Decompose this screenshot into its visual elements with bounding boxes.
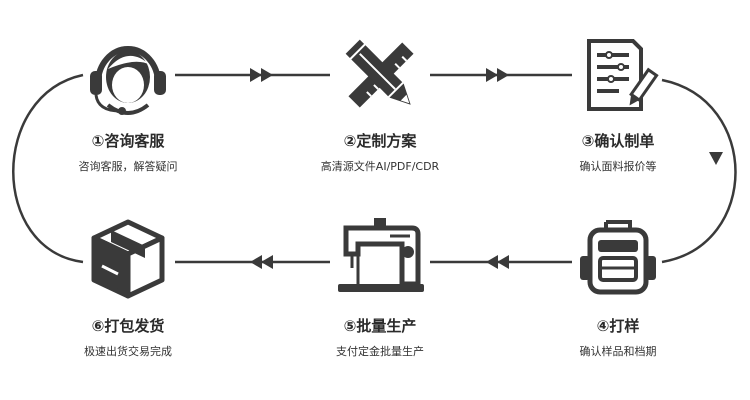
step-custom-plan: ②定制方案 高清源文件AI/PDF/CDR	[290, 131, 470, 175]
sewing-machine-icon	[338, 218, 424, 292]
step-pack-ship: ⑥打包发货 极速出货交易完成	[38, 316, 218, 360]
pencil-ruler-icon	[345, 39, 414, 108]
flow-arrows	[250, 68, 723, 269]
clipboard-pen-icon	[587, 39, 659, 111]
double-arrow-right-icon	[250, 68, 273, 82]
double-arrow-right-icon	[486, 68, 509, 82]
step-title: ⑤批量生产	[343, 317, 417, 335]
arrow-down-icon	[709, 152, 723, 165]
step-description: 极速出货交易完成	[84, 345, 172, 358]
step-mass-production: ⑤批量生产 支付定金批量生产	[290, 316, 470, 360]
step-title: ①咨询客服	[91, 132, 165, 150]
step-title: ④打样	[596, 317, 640, 335]
double-arrow-left-icon	[250, 255, 273, 269]
step-sampling: ④打样 确认样品和档期	[528, 316, 708, 360]
step-title: ⑥打包发货	[91, 317, 165, 335]
headset-agent-icon	[90, 46, 166, 115]
connector-3-4-curve	[661, 78, 737, 264]
step-description: 确认面料报价等	[579, 160, 657, 173]
step-description: 咨询客服，解答疑问	[78, 160, 178, 173]
step-title: ③确认制单	[581, 132, 655, 150]
step-description: 高清源文件AI/PDF/CDR	[320, 160, 440, 173]
backpack-icon	[580, 220, 656, 295]
connector-6-1-curve	[12, 73, 84, 264]
step-consult: ①咨询客服 咨询客服，解答疑问	[38, 131, 218, 175]
step-title: ②定制方案	[343, 132, 417, 150]
package-box-icon	[91, 219, 165, 299]
double-arrow-left-icon	[486, 255, 509, 269]
step-description: 支付定金批量生产	[336, 345, 424, 358]
step-confirm-order: ③确认制单 确认面料报价等	[528, 131, 708, 175]
step-description: 确认样品和档期	[579, 345, 657, 358]
